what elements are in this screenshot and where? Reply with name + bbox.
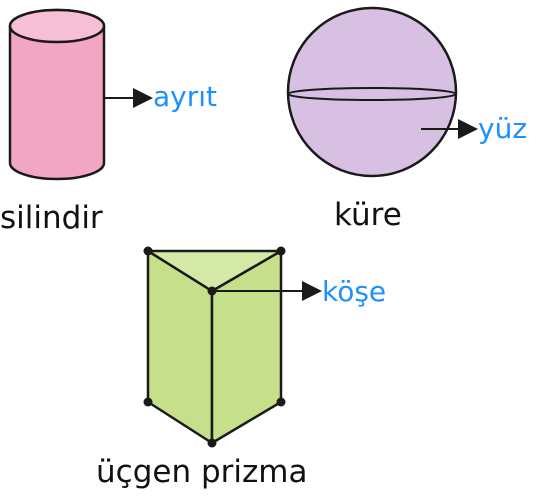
cylinder-top-face (8, 8, 106, 44)
prism-vertex (207, 438, 217, 448)
prism-vertex (276, 397, 286, 407)
edge-callout-label: ayrıt (153, 80, 217, 113)
sphere-body (286, 6, 458, 178)
prism-vertex (143, 397, 153, 407)
vertex-callout-label: köşe (322, 275, 386, 308)
prism-name-label: üçgen prizma (96, 454, 307, 490)
sphere-name-label: küre (334, 197, 402, 233)
sphere-equator (287, 87, 457, 101)
sphere-figure (286, 6, 458, 178)
face-callout-label: yüz (478, 112, 527, 145)
cylinder-name-label: silindir (0, 200, 103, 236)
prism-vertex (276, 246, 286, 256)
prism-top-face (146, 249, 283, 293)
triangular-prism-figure (143, 246, 286, 448)
prism-vertex (143, 246, 153, 256)
cylinder-figure (8, 8, 106, 181)
